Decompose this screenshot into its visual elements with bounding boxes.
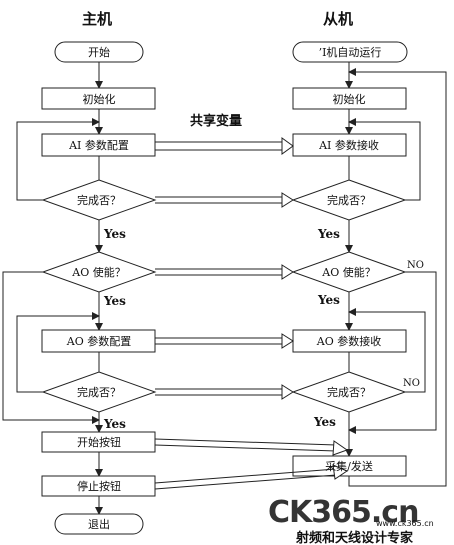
watermark-logo: CK365.cn www.ck365.cn 射频和天线设计专家	[268, 495, 434, 545]
slave-ao-receive-label: AO 参数接收	[316, 334, 381, 348]
master-ao-enable-label: AO 使能？	[71, 265, 125, 279]
slave-column	[291, 41, 447, 487]
master-ao-config-label: AO 参数配置	[66, 334, 131, 348]
master-stop-button-label: 停止按钮	[77, 479, 121, 493]
master-exit-label: 退出	[88, 517, 110, 531]
slave-collect-send-label: 采集/发送	[325, 459, 373, 473]
slave-done2-no-label: NO	[403, 378, 420, 389]
master-ai-config-label: AI 参数配置	[68, 138, 129, 152]
watermark-url: www.ck365.cn	[376, 519, 434, 528]
slave-header: 从机	[323, 10, 353, 28]
master-exit-node	[54, 513, 144, 535]
slave-done1-label: 完成否？	[327, 193, 371, 207]
slave-ao-enable-label: AO 使能？	[321, 265, 375, 279]
shared-variable-label: 共享变量	[190, 113, 242, 129]
master-ao-enable-yes-label: Yes	[103, 294, 126, 308]
watermark-tagline: 射频和天线设计专家	[295, 530, 414, 545]
slave-done2-label: 完成否？	[327, 385, 371, 399]
slave-done1-yes-label: Yes	[317, 227, 340, 241]
master-done2-label: 完成否？	[77, 385, 121, 399]
slave-init-label: 初始化	[333, 92, 366, 106]
slave-auto-run-label: ’I机自动运行	[319, 45, 382, 59]
shared-variable-links	[154, 137, 349, 490]
slave-ao-enable-no-label: NO	[407, 260, 424, 271]
master-start-button-label: 开始按钮	[77, 435, 121, 449]
watermark-logo-text: CK365.cn	[268, 495, 418, 530]
slave-auto-run-node	[292, 41, 408, 63]
master-init-label: 初始化	[83, 92, 116, 106]
slave-ao-enable-yes-label: Yes	[317, 293, 340, 307]
master-done2-yes-label: Yes	[103, 417, 126, 431]
slave-ai-receive-label: AI 参数接收	[318, 138, 379, 152]
master-header: 主机	[82, 10, 112, 28]
master-done1-label: 完成否？	[77, 193, 121, 207]
master-column	[2, 41, 157, 535]
master-start-label: 开始	[88, 45, 110, 59]
slave-done2-yes-label: Yes	[313, 415, 336, 429]
master-done1-yes-label: Yes	[103, 227, 126, 241]
